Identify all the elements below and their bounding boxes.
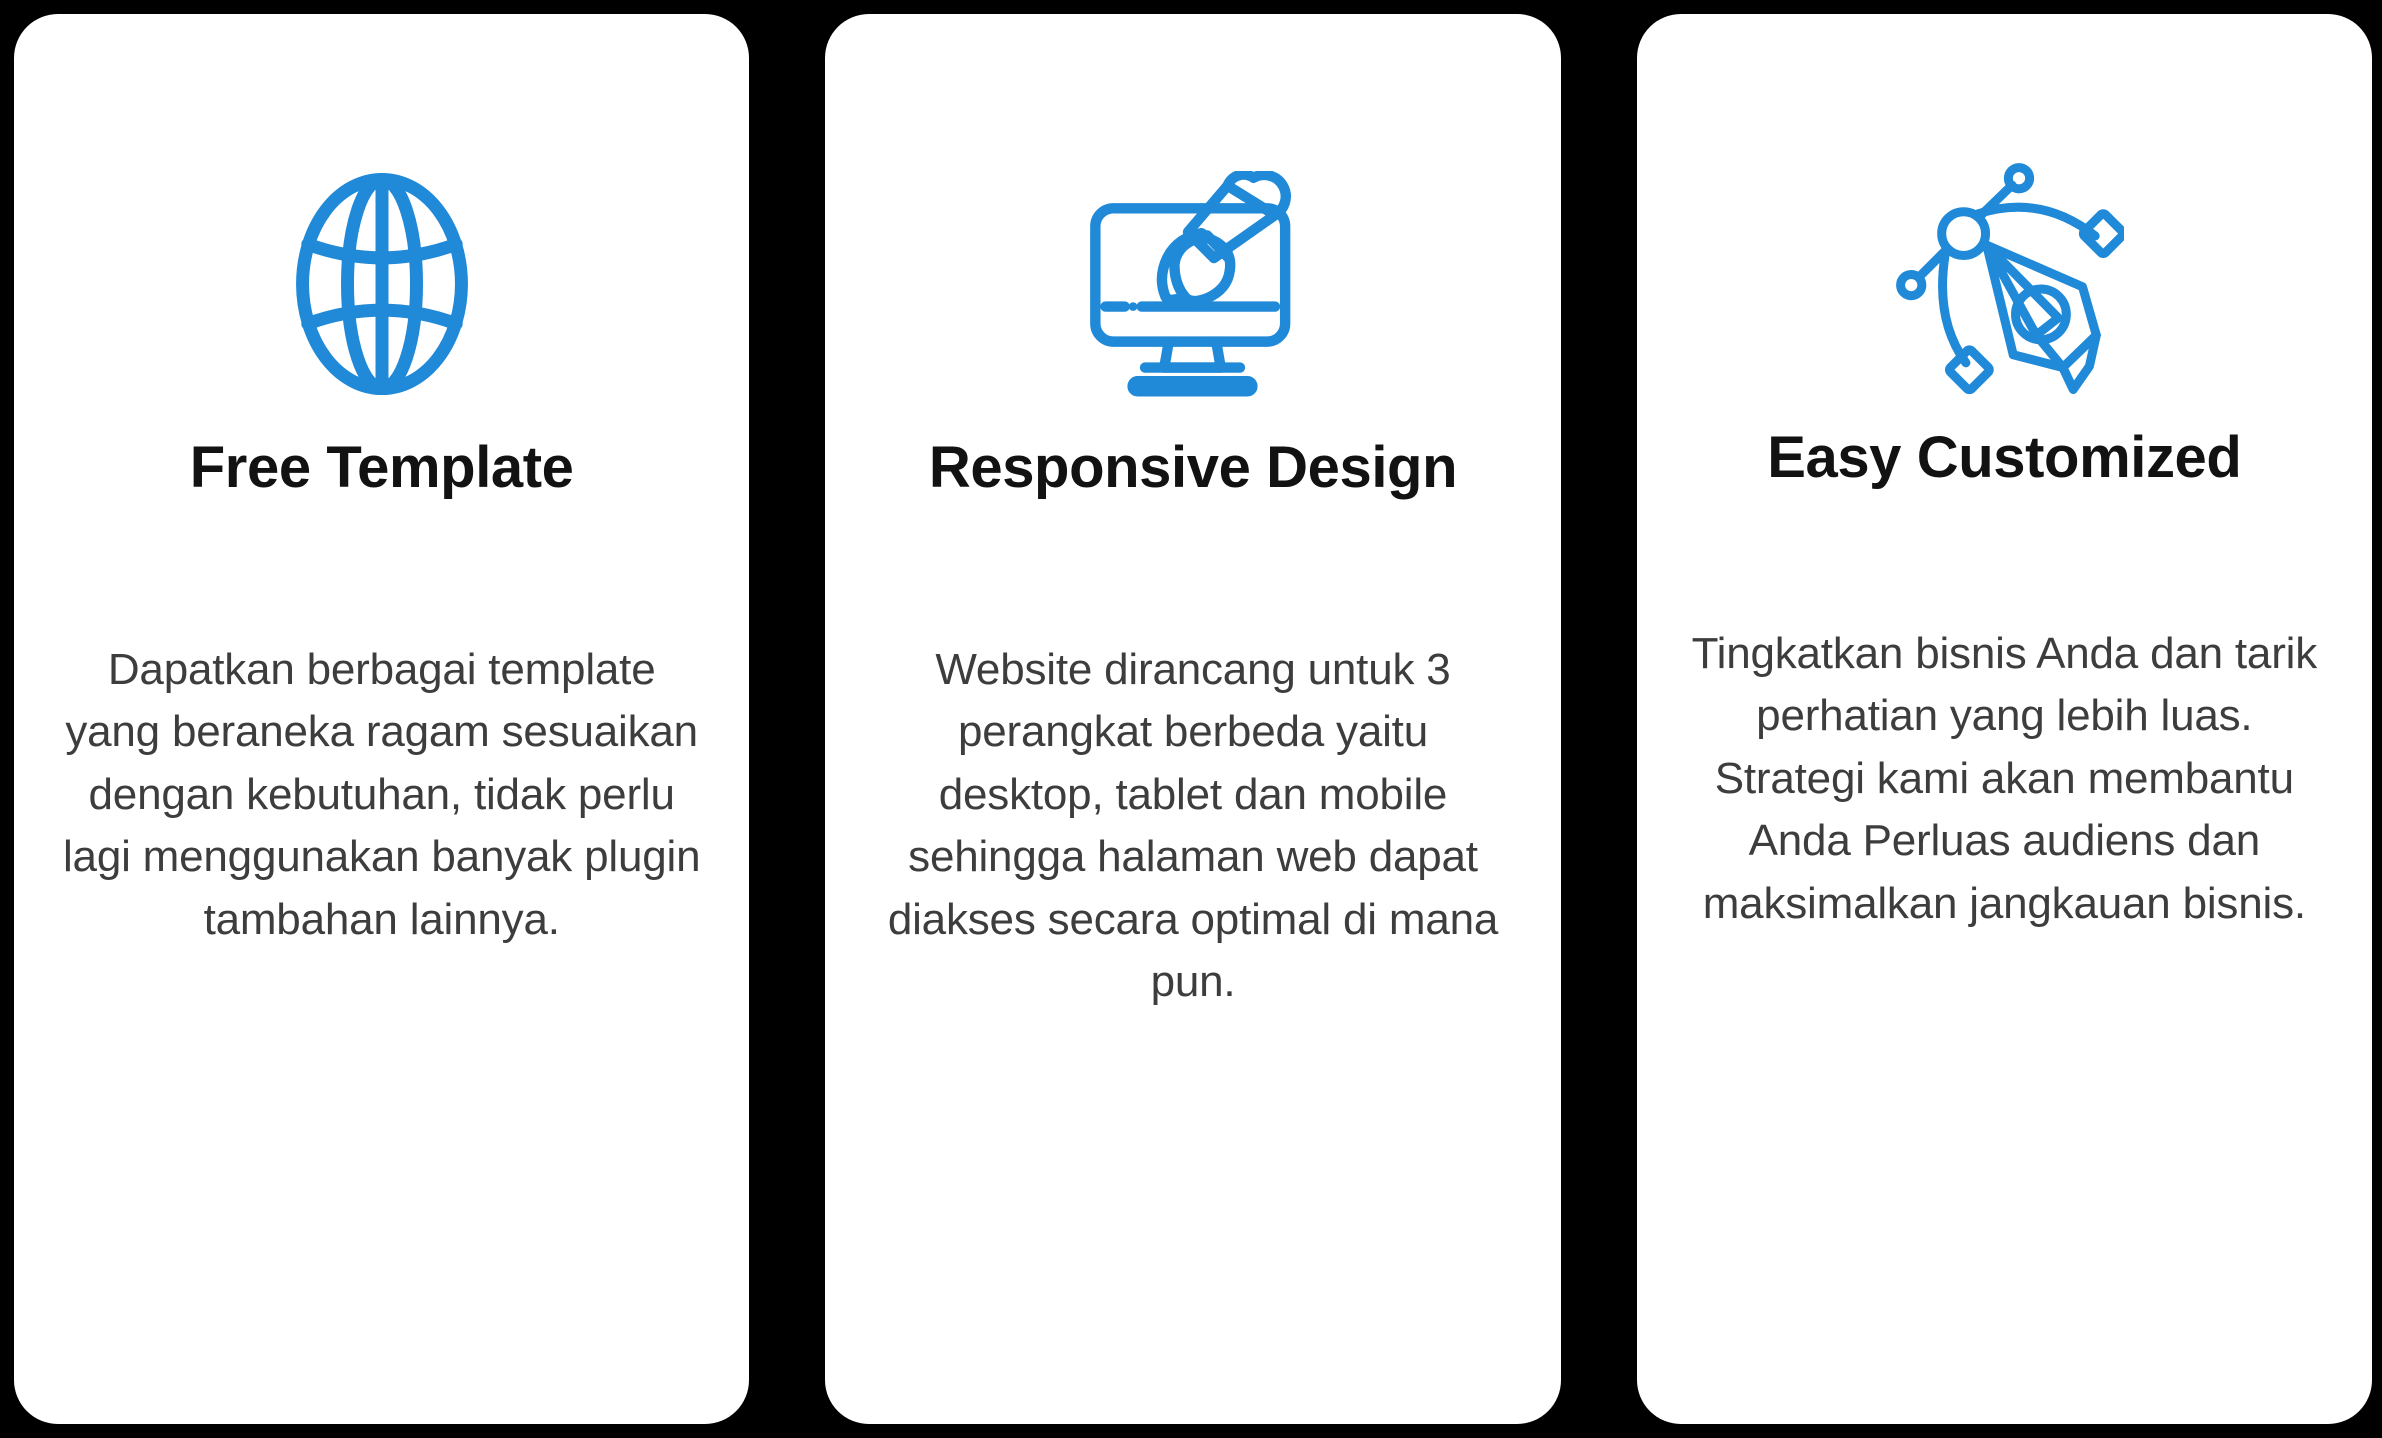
card-description: Tingkatkan bisnis Anda dan tarik perhati… xyxy=(1691,628,2318,928)
feature-card-easy-customized[interactable]: Easy Customized Tingkatkan bisnis Anda d… xyxy=(1636,14,2372,1424)
card-title: Free Template xyxy=(189,435,574,500)
globe-icon xyxy=(262,164,502,404)
card-description: Dapatkan berbagai template yang beraneka… xyxy=(62,644,701,944)
card-title: Responsive Design xyxy=(928,435,1458,500)
feature-card-free-template[interactable]: Free Template Dapatkan berbagai template… xyxy=(14,14,750,1424)
pen-tool-icon xyxy=(1884,154,2125,395)
card-title: Easy Customized xyxy=(1767,425,2242,490)
feature-card-responsive-design[interactable]: Responsive Design Website dirancang untu… xyxy=(825,14,1561,1424)
card-description: Website dirancang untuk 3 perangkat berb… xyxy=(887,644,1499,1007)
monitor-paintbrush-icon xyxy=(1073,164,1313,404)
